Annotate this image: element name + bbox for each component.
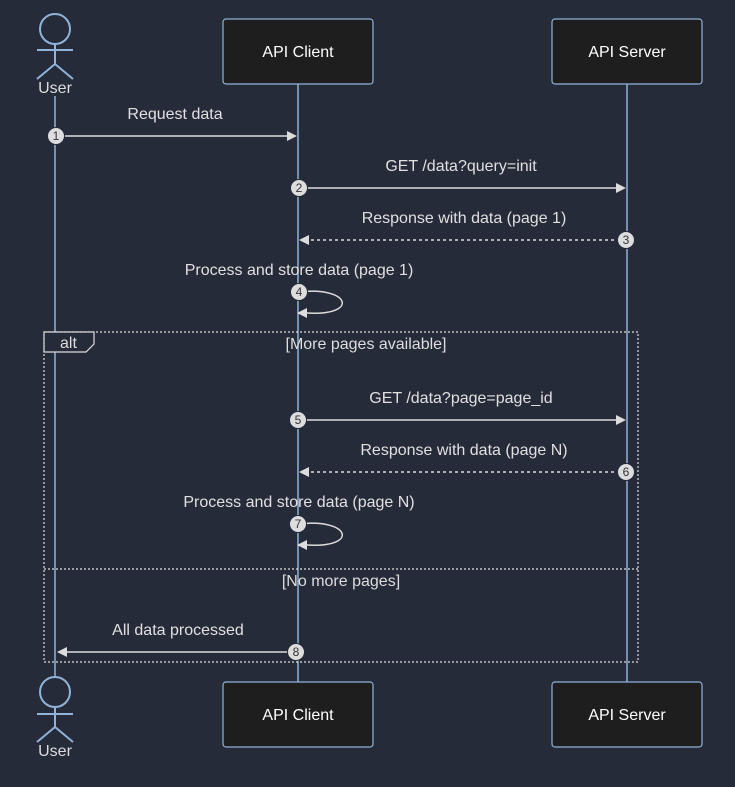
- arrowhead-icon: [297, 308, 307, 318]
- sequence-number: 6: [623, 465, 630, 479]
- actor-legs: [36, 62, 74, 80]
- message-label: Request data: [127, 106, 222, 123]
- sequence-number: 3: [623, 233, 630, 247]
- actor-head-icon: [39, 676, 71, 708]
- sequence-number-badge: [617, 463, 635, 481]
- participant-label-user: User: [38, 80, 72, 97]
- sequence-number-badge: [289, 411, 307, 429]
- arrowhead-icon: [297, 540, 307, 550]
- message-line: [298, 522, 343, 546]
- participant-label-user: User: [38, 743, 72, 760]
- sequence-number-badge: [47, 127, 65, 145]
- message-label: Process and store data (page 1): [185, 262, 414, 279]
- participant-label-api-client: API Client: [262, 707, 334, 724]
- participant-box: [551, 681, 703, 748]
- participant-box: [551, 18, 703, 85]
- participant-label-api-server: API Server: [588, 707, 666, 724]
- message-1: Request data 1: [47, 106, 297, 145]
- arrowhead-icon: [616, 415, 626, 425]
- actor-head-icon: [39, 13, 71, 45]
- arrowhead-icon: [616, 183, 626, 193]
- message-8: All data processed 8: [57, 622, 305, 661]
- message-4: Process and store data (page 1) 4: [185, 262, 414, 318]
- guard-more-pages: [More pages available]: [286, 336, 447, 353]
- alt-label-box: [43, 331, 95, 353]
- message-6: Response with data (page N) 6: [299, 442, 635, 481]
- guard-no-more-pages: [No more pages]: [282, 573, 400, 590]
- participant-label-api-server: API Server: [588, 44, 666, 61]
- sequence-number-badge: [287, 643, 305, 661]
- sequence-number-badge: [289, 515, 307, 533]
- participant-api-server-bottom: API Server: [551, 681, 703, 748]
- participant-label-api-client: API Client: [262, 44, 334, 61]
- participant-api-server-top: API Server: [551, 18, 703, 85]
- message-line: [298, 290, 343, 314]
- participant-api-client-top: API Client: [222, 18, 374, 85]
- sequence-number-badge: [617, 231, 635, 249]
- sequence-number-badge: [290, 283, 308, 301]
- message-label: GET /data?query=init: [385, 158, 537, 175]
- sequence-number: 1: [53, 129, 60, 143]
- message-7: Process and store data (page N) 7: [183, 494, 415, 550]
- arrowhead-icon: [299, 235, 309, 245]
- message-2: GET /data?query=init 2: [290, 158, 626, 197]
- sequence-number: 8: [293, 645, 300, 659]
- arrowhead-icon: [57, 647, 67, 657]
- sequence-number: 2: [296, 181, 303, 195]
- sequence-number: 4: [296, 285, 303, 299]
- participant-api-client-bottom: API Client: [222, 681, 374, 748]
- participant-box: [222, 18, 374, 85]
- sequence-number-badge: [290, 179, 308, 197]
- alt-frame: [43, 331, 639, 663]
- message-3: Response with data (page 1) 3: [299, 210, 635, 249]
- actor-legs: [36, 725, 74, 743]
- arrowhead-icon: [287, 131, 297, 141]
- participant-box: [222, 681, 374, 748]
- actor-user-top: User: [36, 13, 74, 97]
- message-5: GET /data?page=page_id 5: [289, 390, 626, 429]
- arrowhead-icon: [299, 467, 309, 477]
- message-label: GET /data?page=page_id: [369, 390, 552, 407]
- sequence-number: 5: [295, 413, 302, 427]
- message-label: Response with data (page N): [360, 442, 567, 459]
- alt-fragment: alt [More pages available] [No more page…: [43, 331, 639, 663]
- actor-user-bottom: User: [36, 676, 74, 760]
- sequence-number: 7: [295, 517, 302, 531]
- alt-label: alt: [60, 335, 77, 352]
- message-label: All data processed: [112, 622, 244, 639]
- message-label: Process and store data (page N): [183, 494, 414, 511]
- message-label: Response with data (page 1): [362, 210, 567, 227]
